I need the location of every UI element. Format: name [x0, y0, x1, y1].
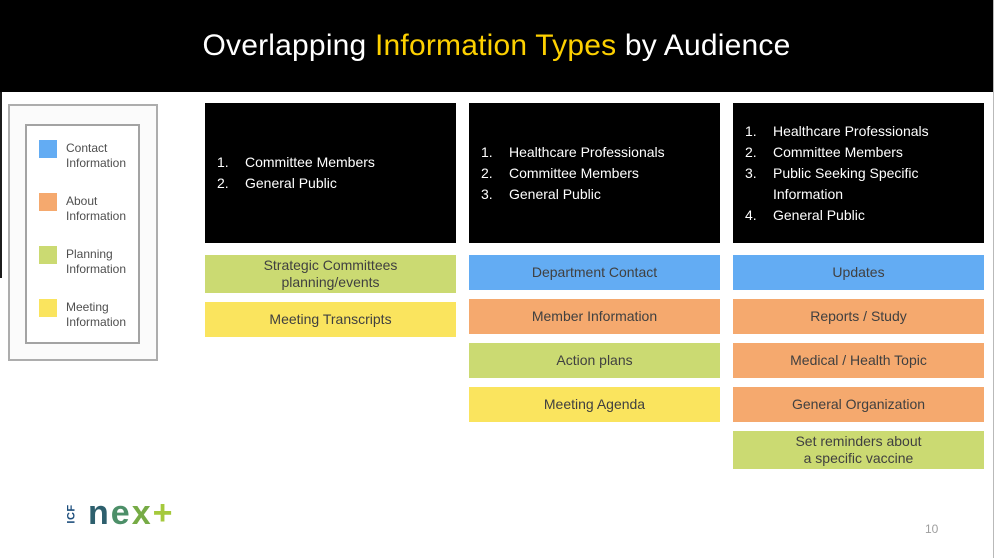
audience-box: Healthcare Professionals Committee Membe…	[469, 103, 720, 243]
audience-item: Healthcare Professionals	[481, 142, 665, 163]
planning-color-swatch-icon	[39, 246, 57, 264]
info-bar-about: General Organization	[733, 387, 984, 422]
info-bar-about: Medical / Health Topic	[733, 343, 984, 378]
audience-box: Committee Members General Public	[205, 103, 456, 243]
audience-item: General Public	[481, 184, 601, 205]
logo-plus-icon: +	[152, 494, 175, 532]
info-bar-meeting: Meeting Transcripts	[205, 302, 456, 337]
icf-next-logo: nex+	[88, 494, 174, 533]
info-bar-about: Member Information	[469, 299, 720, 334]
audience-list: Committee Members General Public	[205, 152, 379, 194]
legend-item-meeting: Meeting Information	[39, 299, 138, 330]
audience-item: Committee Members	[745, 142, 903, 163]
logo-letter-x: x	[131, 494, 153, 532]
slide-title: Overlapping Information Types by Audienc…	[202, 29, 790, 63]
audience-column-2: Healthcare Professionals Committee Membe…	[469, 103, 720, 469]
legend-panel: Contact Information About Information Pl…	[8, 104, 158, 361]
contact-color-swatch-icon	[39, 140, 57, 158]
legend-box: Contact Information About Information Pl…	[25, 124, 140, 344]
meeting-color-swatch-icon	[39, 299, 57, 317]
legend-item-planning: Planning Information	[39, 246, 138, 277]
legend-item-about: About Information	[39, 193, 138, 224]
info-bar-contact: Updates	[733, 255, 984, 290]
audience-column-1: Committee Members General Public Strateg…	[205, 103, 456, 469]
window-edge-line	[0, 92, 2, 278]
audience-list: Healthcare Professionals Committee Membe…	[733, 121, 984, 226]
logo-letter-n: n	[88, 494, 111, 532]
title-accent: Information Types	[374, 29, 617, 62]
logo-letter-e: e	[110, 494, 132, 532]
audience-item: General Public	[745, 205, 865, 226]
legend-label: Planning Information	[66, 247, 127, 276]
title-text-right: by Audience	[616, 29, 791, 62]
audience-columns: Committee Members General Public Strateg…	[205, 103, 984, 469]
legend-label: Meeting Information	[66, 300, 127, 329]
title-text-left: Overlapping	[202, 29, 375, 62]
audience-item: General Public	[217, 173, 337, 194]
audience-item: Healthcare Professionals	[745, 121, 929, 142]
audience-column-3: Healthcare Professionals Committee Membe…	[733, 103, 984, 469]
audience-item: Committee Members	[481, 163, 639, 184]
about-color-swatch-icon	[39, 193, 57, 211]
legend-label: About Information	[66, 194, 127, 223]
audience-box: Healthcare Professionals Committee Membe…	[733, 103, 984, 243]
info-bar-contact: Department Contact	[469, 255, 720, 290]
audience-item: Committee Members	[217, 152, 375, 173]
info-bars: Department Contact Member Information Ac…	[469, 255, 720, 422]
info-bar-about: Reports / Study	[733, 299, 984, 334]
info-bar-planning: Action plans	[469, 343, 720, 378]
info-bars: Updates Reports / Study Medical / Health…	[733, 255, 984, 469]
info-bars: Strategic Committees planning/events Mee…	[205, 255, 456, 337]
info-bar-meeting: Meeting Agenda	[469, 387, 720, 422]
audience-item: Public Seeking Specific Information	[745, 163, 919, 202]
page-number: 10	[925, 522, 939, 536]
audience-list: Healthcare Professionals Committee Membe…	[469, 142, 669, 205]
info-bar-planning: Strategic Committees planning/events	[205, 255, 456, 293]
legend-label: Contact Information	[66, 141, 127, 170]
icf-logo-vertical-text: ICF	[65, 504, 78, 524]
info-bar-planning: Set reminders about a specific vaccine	[733, 431, 984, 469]
title-bar: Overlapping Information Types by Audienc…	[0, 0, 993, 92]
legend-item-contact: Contact Information	[39, 140, 138, 171]
